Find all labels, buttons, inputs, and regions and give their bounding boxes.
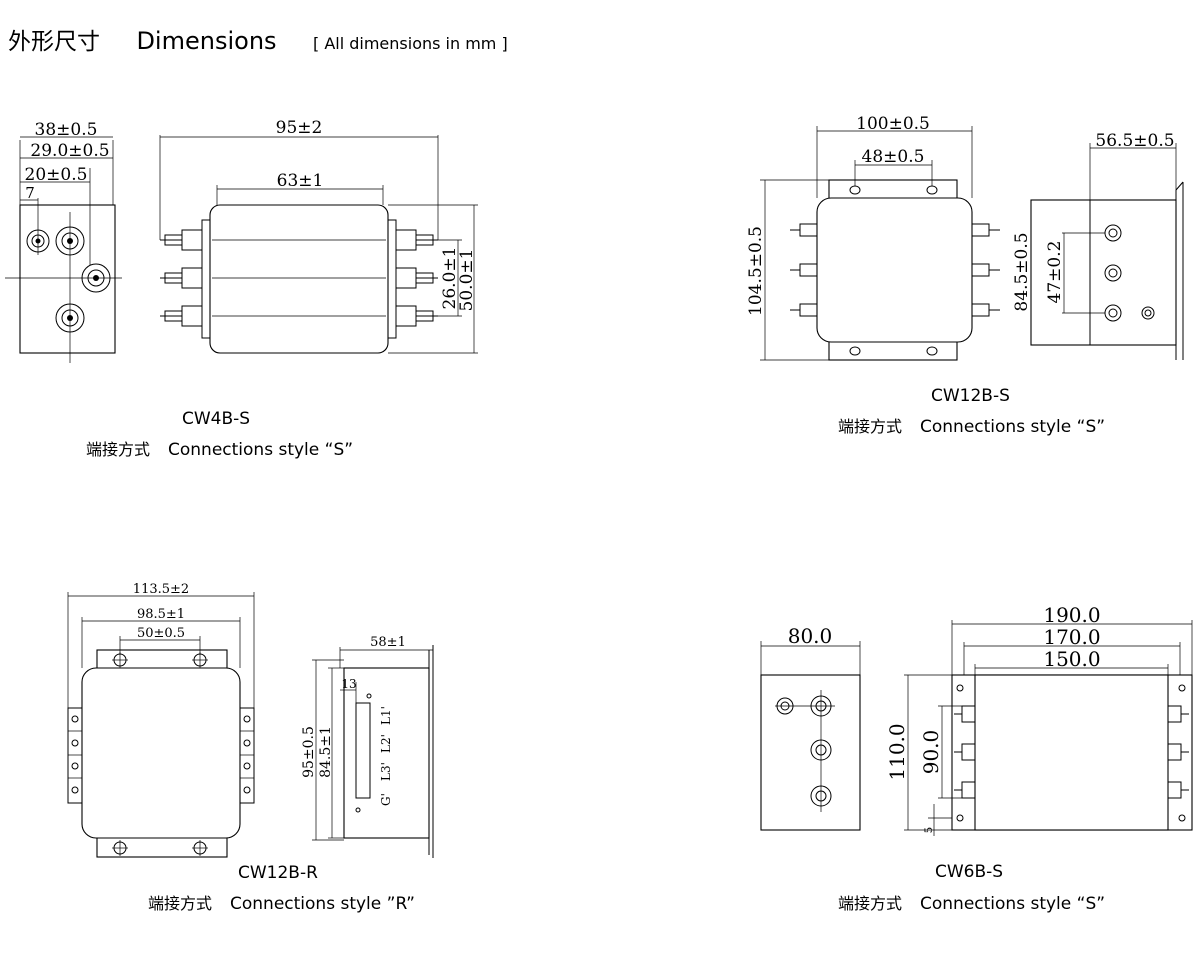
cw12b-s-stud <box>971 263 1000 277</box>
cw12b-s-caption-style: 端接方式 Connections style “S” <box>838 413 1105 437</box>
cw4b-dim-95: 95±2 <box>276 118 323 138</box>
cw6b-dim-5: 5 <box>924 827 935 833</box>
cw12b-s-dim-100: 100±0.5 <box>856 114 930 134</box>
cw6b-stud-left <box>954 743 976 761</box>
cw12b-s-drawing: 100±0.5 48±0.5 104.5±0.5 56.5±0.5 84.5±0… <box>746 114 1184 361</box>
cw12b-s-model-label: CW12B-S <box>931 386 1010 406</box>
cw12b-s-side-terminal <box>1104 264 1122 282</box>
cw6b-stud-right <box>1167 781 1189 799</box>
cw6b-style-cn: 端接方式 <box>838 894 903 913</box>
cw12b-s-side-terminal <box>1141 306 1155 320</box>
cw4b-dim-26: 26.0±1 <box>440 247 460 310</box>
cw4b-dim-29: 29.0±0.5 <box>30 141 109 161</box>
cw12b-r-dim-50: 50±0.5 <box>137 626 185 641</box>
cw12b-r-style-cn: 端接方式 <box>148 894 213 913</box>
cw12b-r-dim-98: 98.5±1 <box>137 607 185 622</box>
cw4b-stud-right <box>395 305 438 327</box>
cw12b-r-body <box>81 667 241 839</box>
cw12b-s-dim-104: 104.5±0.5 <box>746 226 766 316</box>
cw12b-s-caption-model: CW12B-S <box>931 386 1010 406</box>
cw12b-s-stud <box>971 223 1000 237</box>
cw4b-dim-63: 63±1 <box>277 171 324 191</box>
cw6b-dim-170: 170.0 <box>1043 625 1100 649</box>
cw4b-stud-right <box>395 267 438 289</box>
cw6b-stud-right <box>1167 705 1189 723</box>
cw12b-r-terminal-block-right <box>239 707 255 804</box>
cw6b-model-label: CW6B-S <box>935 862 1004 882</box>
cw12b-r-dim-84: 84.5±1 <box>318 726 334 778</box>
cw4b-stud-left <box>160 305 203 327</box>
cw12b-r-caption-model: CW12B-R <box>238 863 318 883</box>
cw12b-s-dim-56: 56.5±0.5 <box>1095 131 1174 151</box>
cw6b-caption-style: 端接方式 Connections style “S” <box>838 890 1105 914</box>
cw12b-r-style-en: Connections style ”R” <box>230 894 415 914</box>
header-cn-title: 外形尺寸 <box>8 29 100 55</box>
cw4b-stud-left <box>160 267 203 289</box>
cw4b-body <box>209 204 389 354</box>
cw6b-drawing: 80.0 190.0 170.0 150.0 110.0 90.0 <box>760 603 1193 836</box>
cw12b-r-mount-hole <box>112 840 128 856</box>
cw12b-s-dim-84: 84.5±0.5 <box>1012 232 1032 311</box>
cw6b-dim-150: 150.0 <box>1043 647 1100 671</box>
cw6b-style-en: Connections style “S” <box>920 894 1106 914</box>
cw12b-r-dim-113: 113.5±2 <box>133 582 189 597</box>
cw6b-stud-right <box>1167 743 1189 761</box>
header-en-title: Dimensions <box>136 27 277 55</box>
cw4b-stud-right <box>395 229 438 251</box>
cw12b-r-terminal-block-left <box>67 707 83 804</box>
cw6b-stud-left <box>954 781 976 799</box>
cw12b-s-body <box>816 197 973 343</box>
cw4b-dim-38: 38±0.5 <box>35 120 98 140</box>
cw6b-body <box>974 674 1169 831</box>
cw12b-r-dim-95: 95±0.5 <box>301 726 317 778</box>
cw4b-style-cn: 端接方式 <box>86 440 151 459</box>
cw4b-caption-style: 端接方式 Connections style “S” <box>86 436 353 460</box>
cw4b-style-en: Connections style “S” <box>168 440 354 460</box>
cw12b-s-dim-47: 47±0.2 <box>1045 241 1065 304</box>
cw12b-r-dim-58: 58±1 <box>370 635 406 650</box>
cw4b-caption-model: CW4B-S <box>182 409 250 429</box>
cw12b-s-style-cn: 端接方式 <box>838 417 903 436</box>
cw6b-side-plate <box>760 674 861 831</box>
cw4b-model-label: CW4B-S <box>182 409 251 429</box>
cw4b-side-plate <box>19 204 116 354</box>
cw4b-drawing: 38±0.5 29.0±0.5 20±0.5 7 <box>5 118 478 363</box>
header-unit-note: [ All dimensions in mm ] <box>312 34 508 53</box>
cw6b-caption-model: CW6B-S <box>935 862 1003 882</box>
cw12b-r-drawing: 113.5±2 98.5±1 50±0.5 58±1 13 95±0.5 84.… <box>67 582 434 858</box>
cw6b-dim-80: 80.0 <box>788 624 833 648</box>
cw12b-r-mount-hole <box>192 840 208 856</box>
cw6b-stud-left <box>954 705 976 723</box>
cw12b-r-caption-style: 端接方式 Connections style ”R” <box>148 890 415 914</box>
page-header: 外形尺寸 Dimensions [ All dimensions in mm ] <box>8 22 508 56</box>
cw4b-stud-left <box>160 229 203 251</box>
cw12b-r-terminal-label: G' <box>379 793 393 806</box>
cw12b-r-terminal-label: L3' <box>379 762 393 781</box>
cw12b-r-dim-13: 13 <box>341 677 356 691</box>
cw6b-dim-110: 110.0 <box>885 723 909 780</box>
cw12b-s-style-en: Connections style “S” <box>920 417 1106 437</box>
cw12b-r-side-terminal-block <box>355 702 371 799</box>
cw12b-r-terminal-label: L1' <box>379 706 393 725</box>
cw4b-dim-7: 7 <box>25 184 35 202</box>
cw12b-s-stud <box>790 263 818 277</box>
cw4b-dim-50: 50.0±1 <box>457 249 477 312</box>
cw12b-r-model-label: CW12B-R <box>238 863 318 883</box>
cw12b-s-dim-48: 48±0.5 <box>862 147 925 167</box>
cw4b-dim-20: 20±0.5 <box>25 165 88 185</box>
cw12b-s-stud <box>971 303 1000 317</box>
cw6b-dim-90: 90.0 <box>919 730 943 775</box>
cw12b-r-terminal-label: L2' <box>379 734 393 753</box>
cw12b-s-stud <box>790 303 818 317</box>
cw6b-dim-190: 190.0 <box>1043 603 1100 627</box>
cw12b-s-stud <box>790 223 818 237</box>
cw12b-s-side-plate <box>1030 199 1177 346</box>
